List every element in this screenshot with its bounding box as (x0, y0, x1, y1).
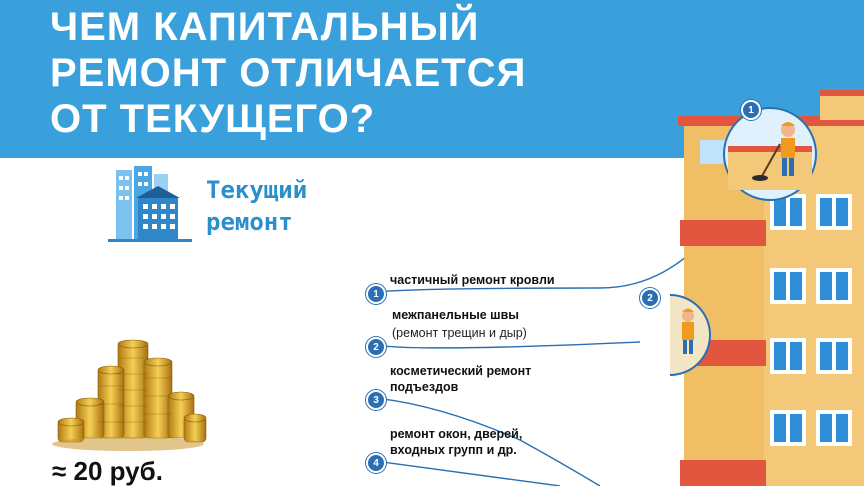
callout-badge-2: 2 (640, 288, 660, 308)
item-3-label: косметический ремонт подъездов (390, 363, 550, 395)
section-subtitle: Текущий ремонт (206, 174, 307, 238)
item-badge-4: 4 (366, 453, 386, 473)
price-label: ≈ 20 руб. (52, 456, 163, 486)
callout-badge-1: 1 (741, 100, 761, 120)
subtitle-line-1: Текущий (206, 176, 308, 204)
apartment-building-illustration (670, 90, 864, 486)
item-2-main: межпанельные швы (392, 308, 519, 322)
item-3-main: косметический ремонт подъездов (390, 364, 532, 394)
title-line-1: ЧЕМ КАПИТАЛЬНЫЙ (50, 5, 480, 49)
item-4-main: ремонт окон, дверей, входных групп и др. (390, 427, 523, 457)
item-1-main: частичный ремонт кровли (390, 273, 555, 287)
item-1-label: частичный ремонт кровли (390, 272, 610, 288)
city-buildings-icon (108, 166, 192, 242)
item-badge-1: 1 (366, 284, 386, 304)
page-title: ЧЕМ КАПИТАЛЬНЫЙ РЕМОНТ ОТЛИЧАЕТСЯ ОТ ТЕК… (50, 4, 526, 142)
title-line-3: ОТ ТЕКУЩЕГО? (50, 97, 376, 141)
coins-icon (52, 339, 207, 451)
title-line-2: РЕМОНТ ОТЛИЧАЕТСЯ (50, 51, 527, 95)
header-banner: ЧЕМ КАПИТАЛЬНЫЙ РЕМОНТ ОТЛИЧАЕТСЯ ОТ ТЕК… (0, 0, 864, 158)
item-2-note: (ремонт трещин и дыр) (392, 326, 527, 340)
item-badge-2: 2 (366, 337, 386, 357)
item-badge-3: 3 (366, 390, 386, 410)
item-4-label: ремонт окон, дверей, входных групп и др. (390, 426, 550, 458)
subtitle-line-2: ремонт (206, 208, 293, 236)
item-2-label: межпанельные швы (ремонт трещин и дыр) (392, 307, 612, 341)
